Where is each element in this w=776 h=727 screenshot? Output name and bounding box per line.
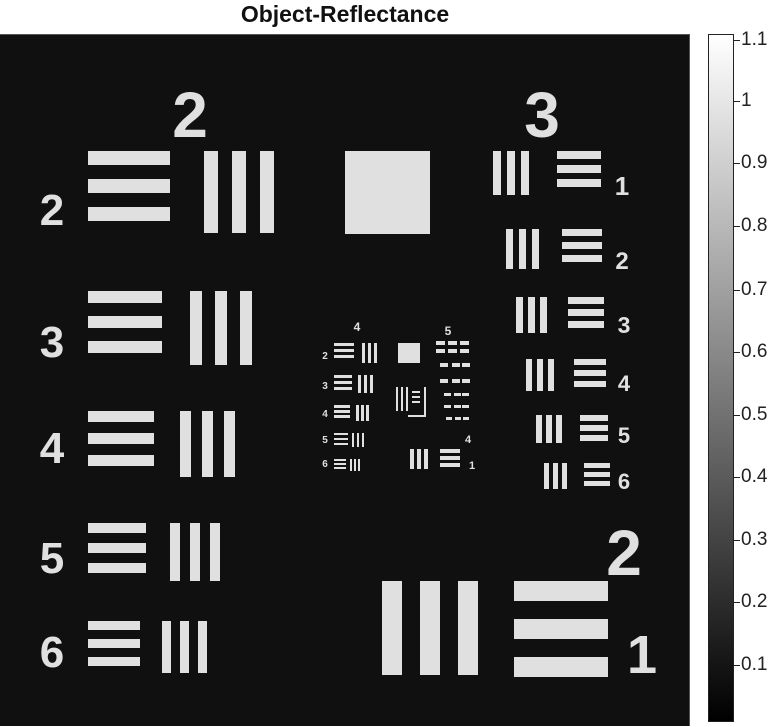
colorbar-tick — [734, 602, 740, 603]
center-left-labels: 2 3 4 5 6 — [322, 351, 328, 470]
colorbar-tick-label: 0.4 — [741, 466, 768, 487]
bottom-bar-set-1 — [382, 581, 608, 677]
colorbar-tick — [734, 415, 740, 416]
colorbar-tick — [734, 665, 740, 666]
center-element-label-4: 4 — [322, 409, 328, 420]
colorbar-tick-label: 0.2 — [741, 591, 768, 612]
center-element-label-4b: 4 — [465, 434, 472, 446]
center-element-label-1b: 1 — [469, 460, 475, 472]
element-label-5: 5 — [40, 534, 64, 583]
resolution-target-image: 2 3 2 2 3 4 5 6 — [40, 79, 657, 685]
left-bar-set-2 — [88, 151, 274, 233]
colorbar-tick-label: 0.6 — [741, 341, 768, 362]
right-element-label-1: 1 — [615, 171, 629, 201]
right-bar-set-4 — [526, 359, 606, 391]
colorbar-tick-label: 0.9 — [741, 152, 768, 173]
left-bar-set-5 — [88, 523, 220, 581]
center-square — [345, 151, 430, 234]
colorbar-tick — [734, 290, 740, 291]
image-plot: 2 3 2 2 3 4 5 6 — [0, 34, 690, 726]
center-element-label-5: 5 — [322, 435, 328, 446]
colorbar-tick-label: 1.1 — [741, 29, 768, 50]
colorbar-tick — [734, 540, 740, 541]
right-bar-set-1 — [493, 151, 601, 195]
center-small-bars — [334, 341, 470, 471]
center-element-label-6: 6 — [322, 459, 328, 470]
group-label-2: 2 — [172, 79, 208, 151]
right-bar-set-3 — [516, 297, 604, 333]
right-element-label-4: 4 — [618, 371, 631, 396]
right-element-label-6: 6 — [618, 469, 630, 494]
colorbar-tick — [734, 477, 740, 478]
right-bar-set-5 — [536, 415, 608, 443]
element-label-4: 4 — [40, 424, 65, 473]
colorbar-tick-label: 0.3 — [741, 529, 768, 550]
center-element-label-2: 2 — [322, 351, 328, 362]
element-label-2: 2 — [40, 186, 64, 235]
right-bar-set-6 — [544, 463, 610, 489]
right-bar-set-2 — [506, 229, 602, 269]
colorbar-tick-label: 0.8 — [741, 215, 768, 236]
colorbar-tick — [734, 163, 740, 164]
plot-title: Object-Reflectance — [240, 1, 450, 27]
center-group-label-4: 4 — [354, 320, 361, 334]
right-element-label-2: 2 — [615, 248, 628, 275]
colorbar-tick — [734, 40, 740, 41]
left-bar-set-3 — [88, 291, 252, 365]
left-bar-set-6 — [88, 621, 207, 673]
colorbar — [708, 34, 734, 722]
colorbar-tick — [734, 352, 740, 353]
colorbar-tick-label: 1 — [741, 90, 752, 111]
element-label-6: 6 — [40, 628, 64, 677]
colorbar-tick-label: 0.5 — [741, 404, 768, 425]
colorbar-tick — [734, 226, 740, 227]
right-element-label-3: 3 — [618, 312, 631, 338]
center-element-label-3: 3 — [322, 381, 328, 392]
bottom-element-label-1: 1 — [627, 625, 657, 685]
center-group-label-5: 5 — [445, 324, 452, 338]
colorbar-tick-label: 0.1 — [741, 654, 768, 675]
group-label-2-bottom: 2 — [606, 517, 642, 589]
group-label-3: 3 — [524, 79, 560, 151]
right-element-label-5: 5 — [618, 423, 630, 448]
colorbar-tick — [734, 101, 740, 102]
colorbar-tick-label: 0.7 — [741, 279, 768, 300]
element-label-3: 3 — [40, 318, 64, 367]
left-bar-set-4 — [88, 411, 235, 477]
